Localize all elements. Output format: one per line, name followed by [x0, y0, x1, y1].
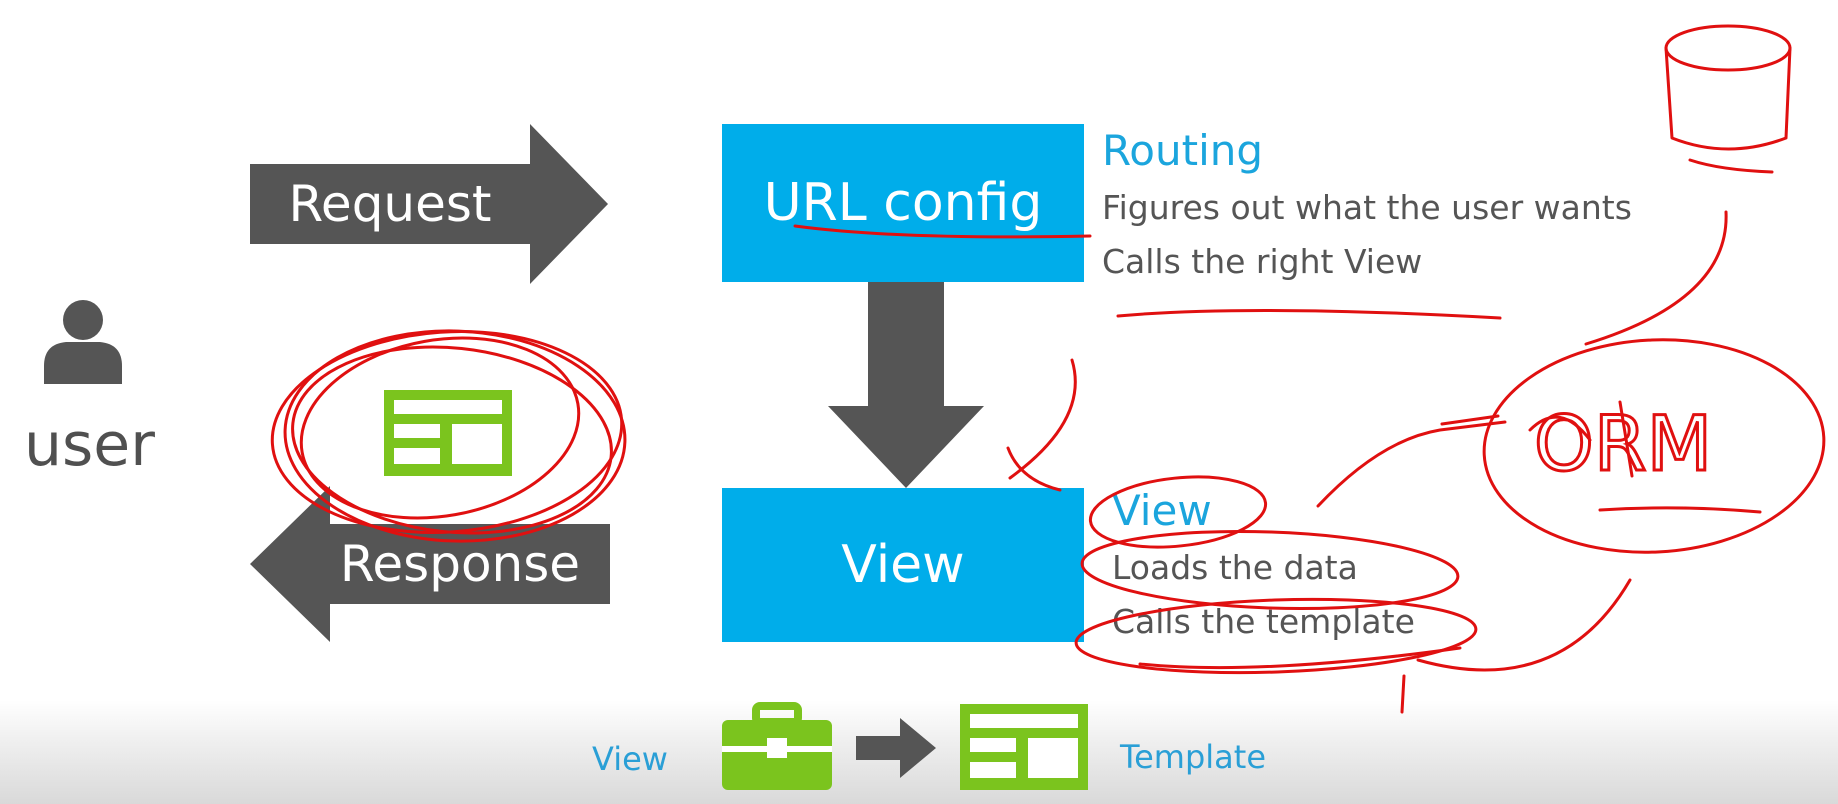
- view-box: View: [722, 488, 1084, 642]
- view-line-1: Loads the data: [1112, 548, 1358, 587]
- orm-annotation: ORM: [1534, 399, 1712, 488]
- request-arrow: [250, 124, 608, 284]
- routing-heading: Routing: [1102, 126, 1264, 175]
- view-heading: View: [1112, 486, 1212, 535]
- response-label: Response: [339, 535, 581, 593]
- url-config-box: URL config: [722, 124, 1084, 282]
- down-arrow: [828, 282, 984, 488]
- bottom-template-label: Template: [1120, 738, 1267, 776]
- template-icon: [384, 390, 512, 476]
- user-label: user: [24, 410, 155, 480]
- request-label: Request: [288, 175, 492, 233]
- small-right-arrow: [856, 718, 936, 778]
- view-box-label: View: [841, 535, 965, 595]
- response-arrow: [250, 486, 610, 642]
- user-icon: [44, 300, 122, 384]
- routing-line-1: Figures out what the user wants: [1102, 188, 1632, 227]
- bottom-view-label: View: [592, 740, 668, 778]
- routing-line-2: Calls the right View: [1102, 242, 1423, 281]
- toolbox-icon: [722, 702, 832, 790]
- url-config-label: URL config: [763, 173, 1043, 233]
- bottom-template-icon: [960, 704, 1088, 790]
